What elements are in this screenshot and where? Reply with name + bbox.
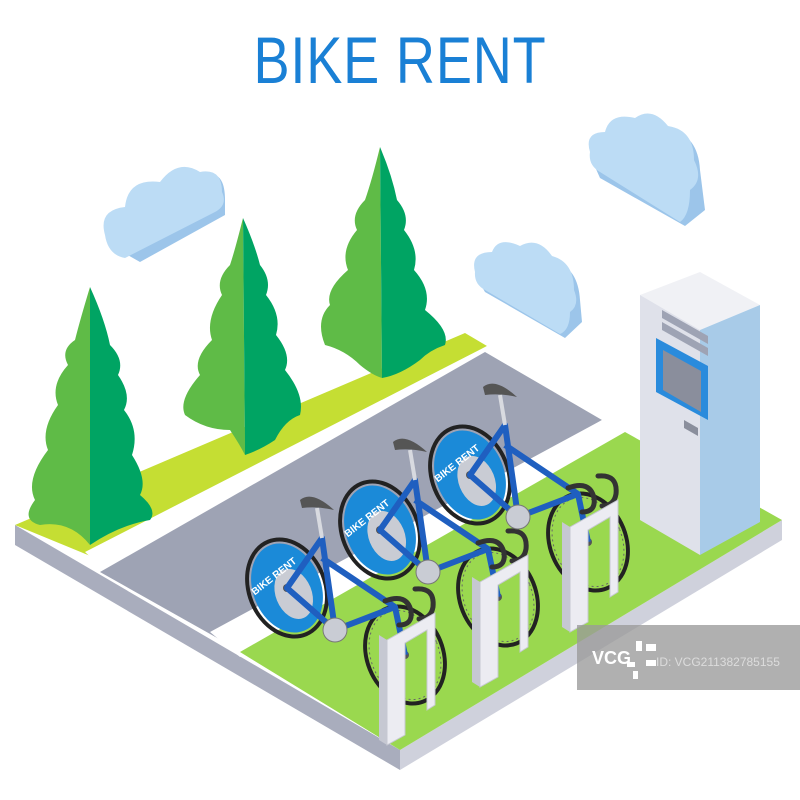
tree-left <box>28 287 153 545</box>
chainring <box>415 559 441 585</box>
bike[interactable]: BIKE RENT <box>233 496 459 716</box>
chainring <box>322 617 348 643</box>
cloud-right <box>588 113 705 226</box>
bike[interactable]: BIKE RENT <box>416 383 642 603</box>
cloud-left <box>103 166 225 262</box>
saddle <box>300 496 334 510</box>
tree-right <box>321 147 446 378</box>
vcg-logo-icon <box>627 641 656 679</box>
handlebar <box>565 473 619 515</box>
tree-middle <box>183 218 301 455</box>
title: BIKE RENT <box>253 23 547 97</box>
saddle <box>393 438 427 452</box>
bike-rack <box>562 499 619 633</box>
saddle <box>483 383 517 397</box>
cloud-middle <box>474 242 582 338</box>
watermark: VCG ID: VCG211382785155 <box>577 625 800 690</box>
handlebar <box>475 528 529 570</box>
bike-rack <box>472 554 529 688</box>
rental-kiosk <box>640 272 760 555</box>
watermark-logo: VCG <box>592 648 631 668</box>
bike-rack <box>379 612 436 746</box>
chainring <box>505 504 531 530</box>
watermark-id: ID: VCG211382785155 <box>656 655 780 669</box>
handlebar <box>382 586 436 628</box>
